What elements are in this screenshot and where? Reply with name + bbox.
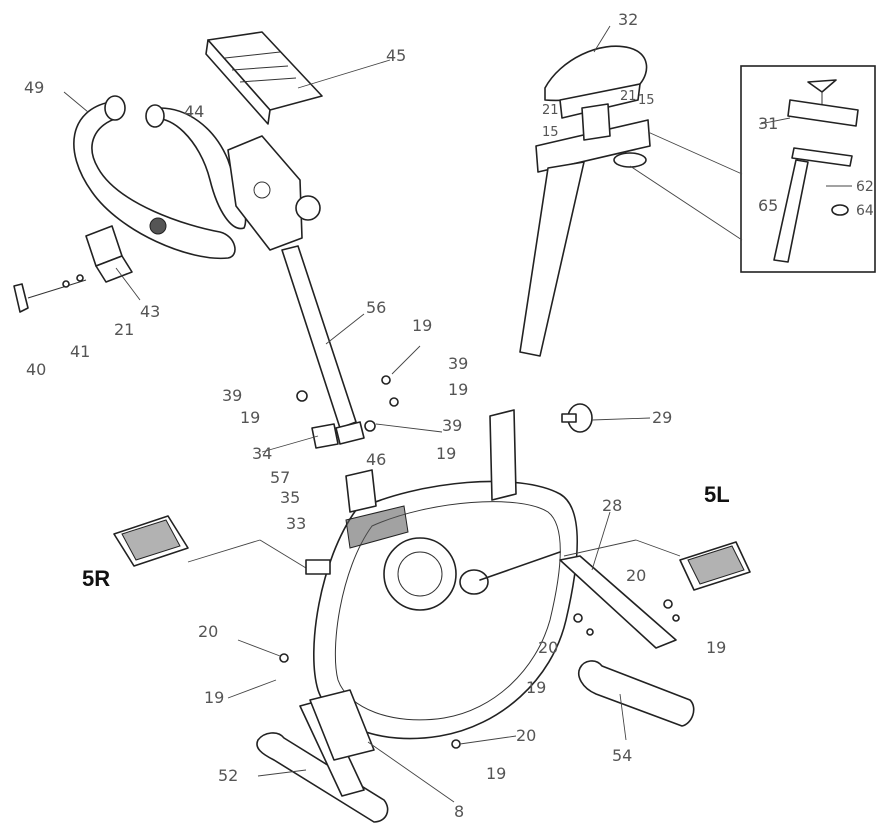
part-label-39-left: 39 — [222, 386, 243, 405]
pedal-right — [113, 515, 331, 575]
handlebar-part — [73, 95, 247, 260]
part-label-49: 49 — [24, 78, 45, 97]
part-label-20-front: 20 — [198, 622, 219, 641]
part-label-54: 54 — [612, 746, 633, 765]
part-label-20-rear-right: 20 — [626, 566, 647, 585]
part-label-15-seat: 15 — [542, 125, 559, 140]
handlebar-post — [281, 245, 365, 445]
hardware — [279, 375, 680, 749]
part-label-21-clamp: 21 — [114, 320, 135, 339]
part-label-34: 34 — [252, 444, 273, 463]
part-label-19-upper: 19 — [412, 316, 433, 335]
part-label-57: 57 — [270, 468, 291, 487]
part-label-33: 33 — [286, 514, 307, 533]
seat-slider-detail-inset — [629, 65, 876, 273]
main-frame — [313, 409, 579, 740]
part-label-29: 29 — [652, 408, 673, 427]
rear-stabilizer — [559, 555, 695, 727]
part-label-64: 64 — [856, 203, 874, 219]
part-label-39-upper: 39 — [448, 354, 469, 373]
part-label-20-bottom: 20 — [516, 726, 537, 745]
part-label-44: 44 — [184, 102, 205, 121]
part-label-19-left: 19 — [240, 408, 261, 427]
part-label-8: 8 — [454, 802, 465, 821]
clamp-part — [13, 225, 133, 313]
part-label-35: 35 — [280, 488, 301, 507]
seat-assembly — [519, 45, 651, 357]
part-label-5R: 5R — [82, 566, 111, 591]
console-part — [205, 31, 323, 125]
part-label-39-lower: 39 — [442, 416, 463, 435]
part-label-19-bottom: 19 — [486, 764, 507, 783]
handlebar-post-head — [227, 135, 321, 251]
part-label-52: 52 — [218, 766, 239, 785]
part-label-21-seat: 21 — [542, 103, 559, 118]
part-label-43: 43 — [140, 302, 161, 321]
part-label-32: 32 — [618, 10, 639, 29]
part-label-62: 62 — [856, 179, 874, 195]
tension-knob-part — [561, 403, 593, 433]
part-label-19-lower: 19 — [436, 444, 457, 463]
part-label-19-mid: 19 — [448, 380, 469, 399]
front-stabilizer — [256, 689, 389, 823]
part-label-31: 31 — [758, 114, 779, 133]
part-label-19-rear-right: 19 — [706, 638, 727, 657]
part-label-65: 65 — [758, 196, 779, 215]
leader-lines — [63, 25, 852, 803]
part-label-56: 56 — [366, 298, 387, 317]
part-label-28: 28 — [602, 496, 623, 515]
part-label-41: 41 — [70, 342, 91, 361]
part-label-15-seat-right: 15 — [638, 93, 655, 108]
part-label-5L: 5L — [704, 482, 730, 507]
part-label-45: 45 — [386, 46, 407, 65]
pedal-left — [563, 539, 751, 591]
part-label-46: 46 — [366, 450, 387, 469]
part-label-20-rear: 20 — [538, 638, 559, 657]
part-label-21-seat-right: 21 — [620, 89, 637, 104]
part-label-19-front: 19 — [204, 688, 225, 707]
part-label-40: 40 — [26, 360, 47, 379]
part-label-19-rear: 19 — [526, 678, 547, 697]
